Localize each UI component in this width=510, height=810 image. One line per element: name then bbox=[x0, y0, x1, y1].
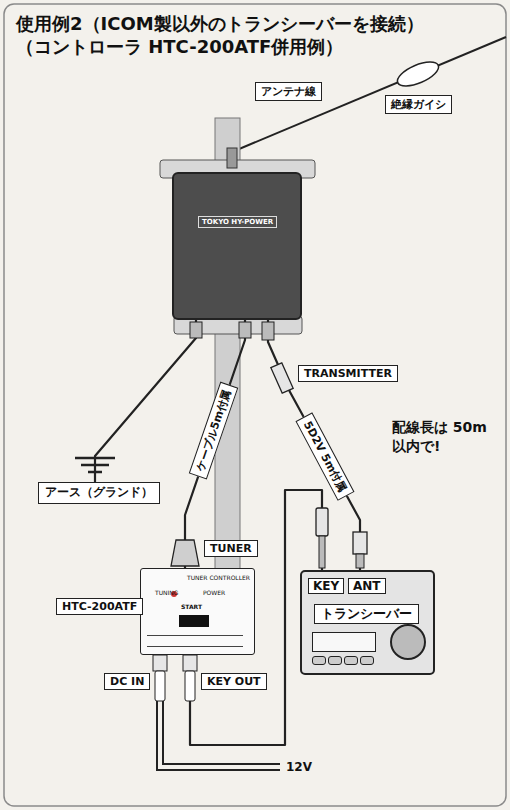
button bbox=[312, 656, 326, 665]
key-jack bbox=[183, 655, 197, 671]
node-text: アース（グランド） bbox=[45, 485, 153, 499]
button bbox=[344, 656, 358, 665]
transceiver-box: KEYANT トランシーバー bbox=[300, 570, 435, 675]
ground-terminal bbox=[190, 322, 202, 338]
node-text: TUNER CONTROLLER bbox=[187, 574, 250, 581]
antenna-terminal bbox=[227, 148, 237, 168]
cable bbox=[185, 320, 245, 568]
ant-plug bbox=[356, 554, 364, 568]
part-label: HTC-200ATF bbox=[56, 598, 143, 615]
control-connector bbox=[239, 322, 251, 338]
node-text: KEY bbox=[308, 578, 344, 594]
ground-label: アース（グランド） bbox=[38, 482, 160, 504]
cable bbox=[95, 320, 196, 482]
key-out-plug bbox=[185, 671, 195, 701]
key-plug bbox=[316, 508, 328, 536]
display bbox=[312, 632, 376, 652]
tuning-knob bbox=[390, 624, 426, 660]
ant-plug bbox=[353, 532, 367, 554]
switch bbox=[179, 615, 209, 627]
node-text: ANT bbox=[348, 578, 386, 594]
cable-boot bbox=[171, 540, 199, 566]
tuner-box: TOKYO HY-POWER bbox=[172, 172, 302, 320]
inline-connector bbox=[271, 363, 293, 393]
insulator bbox=[394, 57, 442, 91]
jack-label: KEY OUT bbox=[201, 673, 267, 690]
controller-box: TUNER CONTROLLER TUNING POWERSTART bbox=[140, 568, 255, 655]
part-label: 絶縁ガイシ bbox=[385, 95, 452, 114]
panel-strip bbox=[147, 635, 243, 647]
node-text: TUNING bbox=[155, 589, 178, 596]
part-label: アンテナ線 bbox=[255, 82, 322, 101]
button bbox=[360, 656, 374, 665]
coax-connector bbox=[262, 322, 274, 340]
button bbox=[328, 656, 342, 665]
jack-label: DC IN bbox=[104, 673, 150, 690]
cable-label: 5D2V 5m付属 bbox=[296, 412, 355, 500]
part-label: TUNER bbox=[204, 540, 258, 557]
node-text: START bbox=[181, 603, 202, 610]
key-plug bbox=[319, 536, 325, 568]
dc-wire bbox=[157, 700, 280, 770]
dc-plug bbox=[155, 671, 165, 701]
voltage-label: 12V bbox=[286, 760, 312, 774]
node-text: POWER bbox=[203, 589, 225, 596]
part-label: TRANSMITTER bbox=[298, 365, 398, 382]
dc-jack bbox=[153, 655, 167, 671]
node-text: TOKYO HY-POWER bbox=[198, 216, 277, 228]
dc-wire bbox=[163, 700, 280, 764]
page-border bbox=[4, 4, 506, 806]
title: 使用例2（ICOM製以外のトランシーバーを接続） （コントローラ HTC-200… bbox=[16, 12, 456, 59]
cable bbox=[268, 320, 360, 570]
node-text: トランシーバー bbox=[314, 604, 419, 624]
note: 配線長は 50m以内で! bbox=[392, 418, 492, 456]
